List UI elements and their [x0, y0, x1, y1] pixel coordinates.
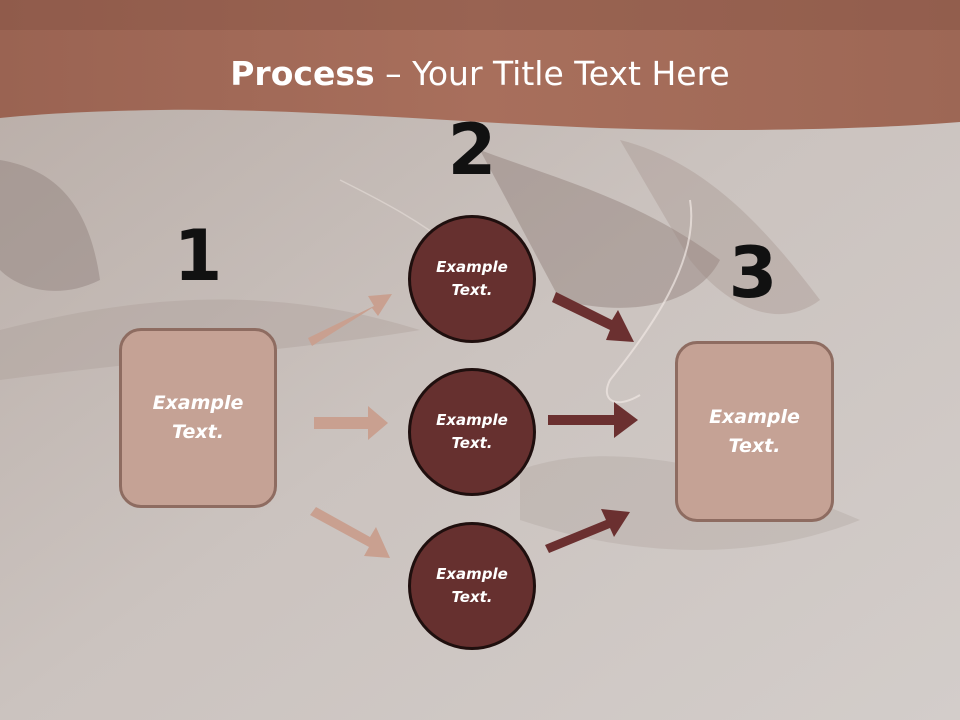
step-number-3: 3	[728, 232, 778, 314]
arrow-dark-up	[552, 292, 634, 342]
arrow-dark-mid	[548, 402, 638, 438]
slide-title: Process – Your Title Text Here	[0, 50, 960, 98]
step-circle-top-text: Example Text.	[436, 258, 508, 299]
arrow-light-up	[308, 294, 392, 346]
step-circle-middle: Example Text.	[408, 368, 536, 496]
step-box-right: Example Text.	[675, 341, 834, 522]
step-circle-top: Example Text.	[408, 215, 536, 343]
title-rest: – Your Title Text Here	[374, 54, 730, 93]
arrow-dark-down	[545, 509, 630, 553]
step-circle-bottom: Example Text.	[408, 522, 536, 650]
step-box-left: Example Text.	[119, 328, 277, 508]
arrow-light-down	[310, 507, 390, 558]
header-band	[0, 0, 960, 130]
title-bold: Process	[230, 54, 375, 93]
step-box-right-text: Example Text.	[709, 405, 800, 457]
step-box-left-text: Example Text.	[152, 392, 244, 443]
step-number-2: 2	[447, 109, 497, 191]
step-circle-middle-text: Example Text.	[436, 411, 508, 452]
step-number-1: 1	[173, 215, 223, 297]
arrow-light-mid	[314, 406, 388, 440]
step-circle-bottom-text: Example Text.	[436, 565, 508, 606]
